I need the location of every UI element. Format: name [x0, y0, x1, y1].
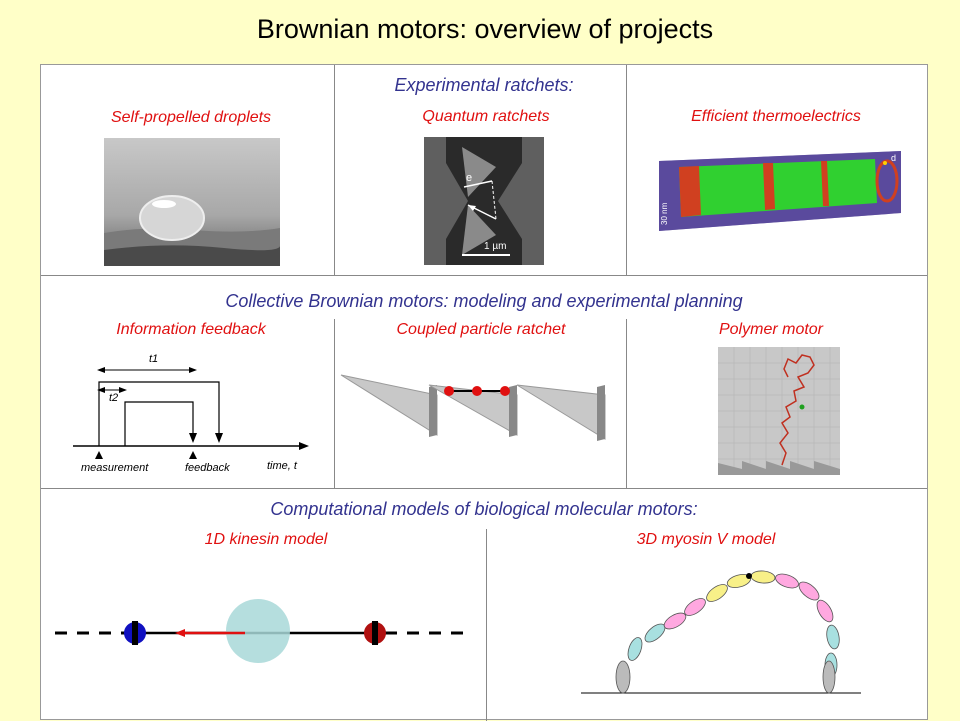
- projects-panel: Experimental ratchets: Self-propelled dr…: [40, 64, 928, 721]
- coupled-particle-ratchet-diagram: [340, 374, 606, 441]
- label-self-propelled-droplets: Self-propelled droplets: [110, 109, 272, 126]
- t2-label: t2: [109, 392, 118, 404]
- divider: [334, 319, 335, 488]
- label-polymer-motor: Polymer motor: [718, 321, 824, 338]
- divider: [41, 488, 927, 489]
- label-quantum-ratchets: Quantum ratchets: [422, 108, 550, 125]
- cargo-sphere: [226, 599, 290, 663]
- page-title: Brownian motors: overview of projects: [256, 14, 714, 44]
- particle: [472, 386, 482, 396]
- divider: [334, 65, 335, 275]
- scale-label: 1 µm: [484, 241, 506, 252]
- label-information-feedback: Information feedback: [116, 321, 266, 338]
- divider: [626, 65, 627, 275]
- particle: [500, 386, 510, 396]
- section-heading-collective: Collective Brownian motors: modeling and…: [225, 291, 743, 311]
- particle: [444, 386, 454, 396]
- electron-label: e: [466, 172, 472, 184]
- label-efficient-thermoelectrics: Efficient thermoelectrics: [691, 108, 861, 125]
- quantum-ratchet-image: e 1 µm: [424, 137, 544, 265]
- thermo-corner-label: d: [891, 153, 896, 163]
- thermoelectric-nanowire-image: 30 nm d: [659, 151, 901, 231]
- feedback-timing-diagram: t1 t2 measurement feedback time, t: [73, 353, 309, 474]
- label-1d-kinesin-model: 1D kinesin model: [204, 531, 328, 548]
- polymer-motor-image: [718, 347, 840, 475]
- divider: [486, 529, 487, 721]
- measurement-label: measurement: [81, 462, 149, 474]
- section-heading-computational: Computational models of biological molec…: [270, 499, 698, 519]
- label-3d-myosin-v-model: 3D myosin V model: [636, 531, 776, 548]
- divider: [41, 275, 927, 276]
- droplet-image: [104, 138, 280, 266]
- myosin-v-model-diagram: [581, 570, 861, 694]
- label-coupled-particle-ratchet: Coupled particle ratchet: [396, 321, 566, 338]
- divider: [626, 319, 627, 488]
- kinesin-model-diagram: [55, 599, 471, 663]
- section-heading-experimental: Experimental ratchets:: [394, 75, 574, 95]
- thermo-scale-label: 30 nm: [660, 202, 669, 225]
- time-axis-label: time, t: [267, 460, 298, 472]
- feedback-label: feedback: [185, 462, 230, 474]
- t1-label: t1: [149, 353, 158, 365]
